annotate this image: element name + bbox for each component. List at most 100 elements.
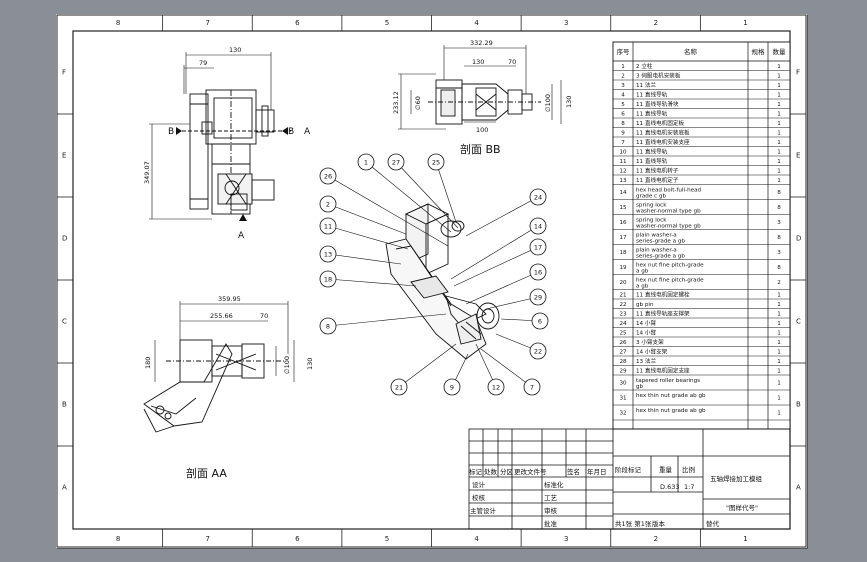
balloon-callout[interactable]: 26 bbox=[319, 167, 449, 247]
balloon-callout[interactable]: 11 bbox=[319, 217, 409, 250]
balloon-callout[interactable]: 16 bbox=[465, 263, 547, 305]
section-arrow-b-left: B bbox=[168, 127, 174, 137]
bom-cell-no: 4 bbox=[621, 92, 625, 98]
bom-cell-name: 11 直线电机固定螺栓 bbox=[636, 290, 690, 298]
balloon-callout[interactable]: 29 bbox=[485, 288, 547, 310]
tb-approve: 批准 bbox=[544, 519, 558, 528]
balloon-callout[interactable]: 8 bbox=[319, 313, 447, 335]
bom-cell-qty: 1 bbox=[777, 149, 781, 155]
bom-cell-name: washer-normal type gb bbox=[636, 224, 701, 230]
balloon-callout[interactable]: 18 bbox=[319, 270, 417, 288]
tb-drawing-no: D.633 bbox=[660, 483, 679, 491]
bom-cell-qty: 1 bbox=[777, 340, 781, 346]
bom-cell-name: 11 直线电机固定支座 bbox=[636, 366, 690, 374]
balloon-callout[interactable]: 21 bbox=[390, 343, 457, 396]
balloon-callout[interactable]: 14 bbox=[450, 217, 547, 280]
zone-label-top: 4 bbox=[474, 19, 479, 27]
balloon-number: 29 bbox=[534, 294, 542, 302]
view-front[interactable] bbox=[176, 89, 291, 215]
balloon-callout[interactable]: 22 bbox=[495, 333, 547, 360]
view-section-aa[interactable] bbox=[143, 339, 286, 433]
balloon-callout[interactable]: 25 bbox=[427, 153, 457, 223]
bom-cell-no: 9 bbox=[621, 130, 625, 136]
bom-cell-name: 14 小臂 bbox=[636, 328, 656, 336]
balloon-number: 27 bbox=[392, 159, 400, 167]
bom-cell-qty: 8 bbox=[777, 190, 781, 196]
title-block[interactable] bbox=[468, 428, 791, 530]
bom-cell-name: 3 小臂支架 bbox=[636, 338, 664, 346]
balloon-callout[interactable]: 7 bbox=[480, 348, 541, 396]
bom-cell-no: 6 bbox=[621, 111, 625, 117]
bom-cell-name: plain washer-a bbox=[636, 233, 677, 239]
bom-cell-no: 2 bbox=[621, 73, 625, 79]
balloon-callout[interactable]: 27 bbox=[387, 153, 459, 229]
balloon-callout[interactable]: 1 bbox=[357, 153, 452, 233]
balloon-number: 22 bbox=[534, 348, 542, 356]
tb-change-doc: 更改文件号 bbox=[514, 467, 547, 476]
dim-top-79: 79 bbox=[199, 59, 207, 67]
bom-cell-qty: 8 bbox=[777, 205, 781, 211]
bom-cell-qty: 1 bbox=[777, 349, 781, 355]
balloon-number: 12 bbox=[492, 384, 500, 392]
balloon-number: 9 bbox=[450, 384, 454, 392]
bom-cell-name: 11 直线导轨滑块 bbox=[636, 100, 679, 108]
balloon-callout[interactable]: 13 bbox=[319, 245, 402, 265]
bom-cell-name: series-grade a gb bbox=[636, 239, 685, 245]
dim-aa-d100: ∅100 bbox=[283, 356, 291, 374]
balloon-callout[interactable]: 6 bbox=[500, 312, 549, 330]
dim-aa-130: 130 bbox=[306, 358, 314, 370]
view-section-bb[interactable] bbox=[428, 79, 541, 125]
view-isometric[interactable] bbox=[385, 203, 500, 360]
bom-cell-qty: 1 bbox=[777, 159, 781, 165]
tb-version: 版本 bbox=[652, 519, 666, 528]
zone-label-bottom: 1 bbox=[743, 535, 747, 543]
balloon-callout[interactable]: 17 bbox=[453, 238, 547, 287]
balloon-callout[interactable]: 9 bbox=[443, 353, 469, 396]
balloon-callout[interactable]: 24 bbox=[465, 188, 547, 237]
balloon-callout[interactable]: 12 bbox=[475, 343, 505, 396]
bom-cell-name: plain washer-a bbox=[636, 248, 677, 254]
zone-label-bottom: 5 bbox=[385, 535, 389, 543]
zone-label-top: 1 bbox=[743, 19, 747, 27]
balloon-number: 7 bbox=[530, 384, 534, 392]
zone-label-bottom: 7 bbox=[205, 535, 209, 543]
balloon-callout[interactable]: 2 bbox=[319, 195, 407, 235]
bom-cell-qty: 1 bbox=[777, 102, 781, 108]
